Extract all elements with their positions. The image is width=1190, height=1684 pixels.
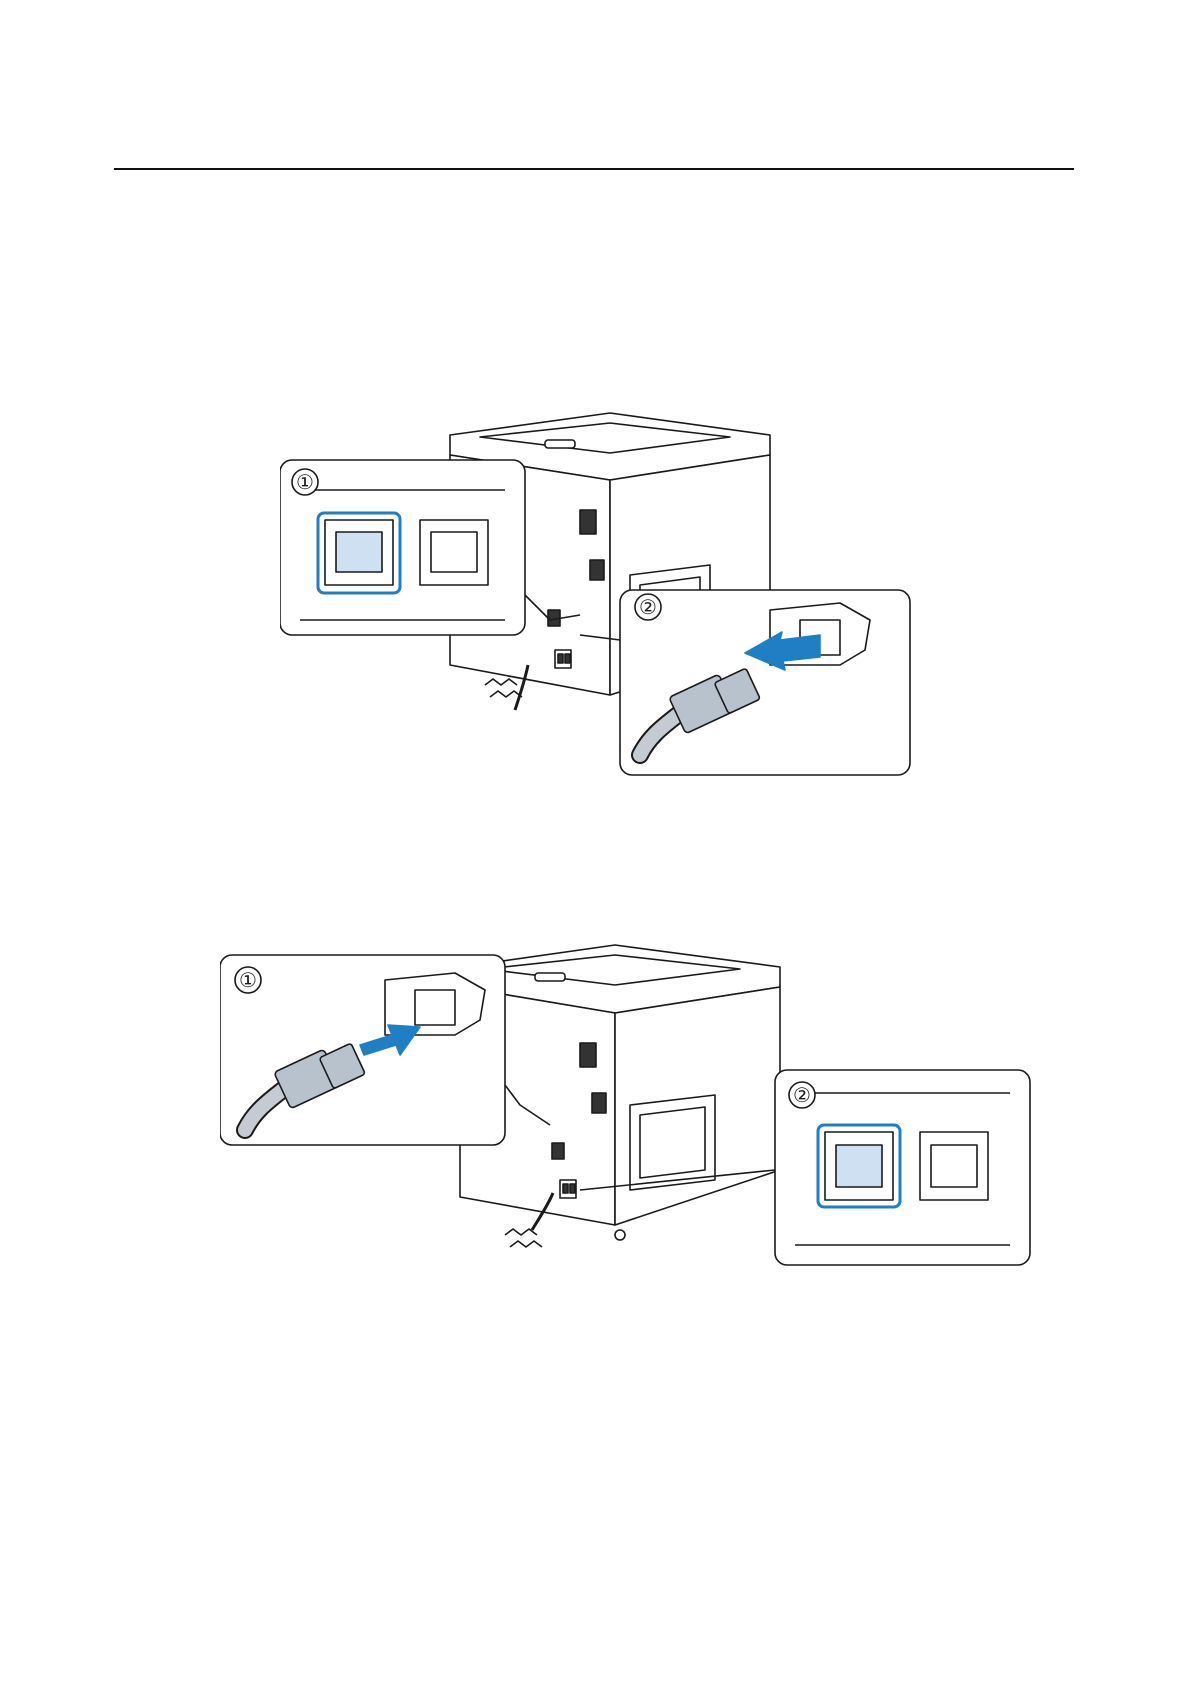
printer-illustration [460, 945, 780, 1247]
callout-number-1: ① [296, 470, 314, 494]
illustration-connect-power-cord: ① ② [220, 925, 1040, 1345]
callout-number-2: ② [793, 1083, 811, 1107]
callout-number-1: ① [239, 968, 257, 992]
header-rule [114, 168, 1074, 170]
illustration-remove-power-cord: ① ② [280, 395, 1000, 845]
callout-number-2: ② [639, 595, 657, 619]
callout-panel-1 [220, 955, 550, 1145]
callout-panel-2 [580, 590, 910, 775]
